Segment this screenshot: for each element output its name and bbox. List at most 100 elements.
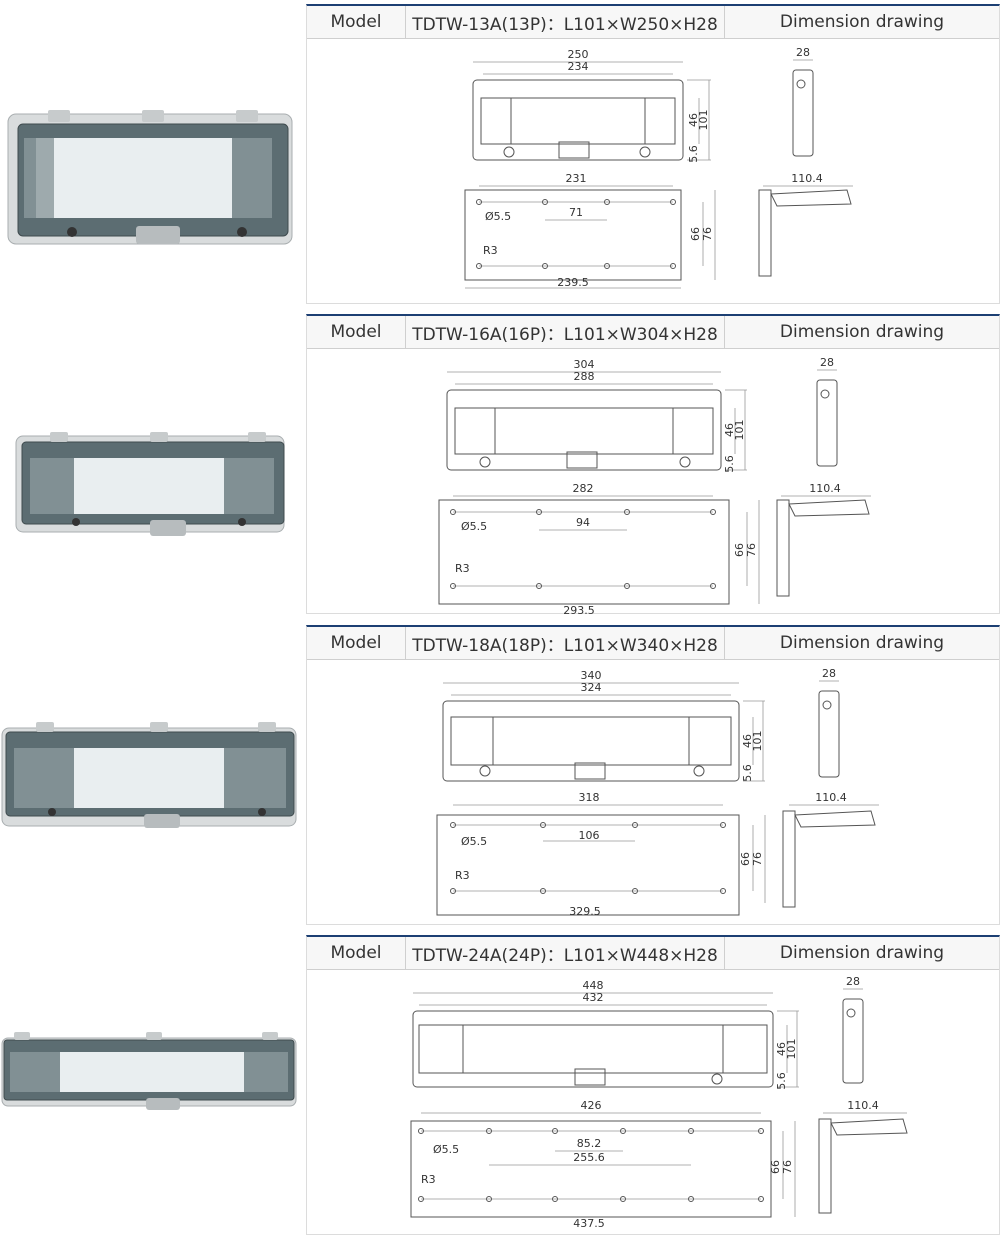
dim-46: 46	[687, 113, 700, 127]
mounting-plan: 426 Ø5.5 85.2 255.6 R3 66 76 437.5	[410, 1099, 796, 1230]
dimension-drawing-label: Dimension drawing	[779, 633, 945, 653]
product-photo-24a	[0, 1032, 300, 1112]
model-panel-16a: Model TDTW-16A(16P)：L101×W304×H28 Dimens…	[306, 314, 1000, 614]
model-panel-13a: Model TDTW-13A(13P)：L101×W250×H28 Dimens…	[306, 4, 1000, 304]
hinge-view: 110.4	[818, 1099, 908, 1214]
side-view: 28	[842, 975, 864, 1084]
mounting-plan: 318 Ø5.5 106 R3 66 76 329.5	[436, 791, 766, 918]
dimension-drawing: 448 432 46 101 5.6 28	[307, 971, 999, 1235]
model-name: TDTW-24A(24P)：L101×W448×H28	[406, 937, 725, 969]
dim-76: 76	[751, 852, 764, 866]
dim-inner-width: 432	[583, 991, 604, 1004]
front-view: 304 288 46 101 5.6	[446, 358, 747, 473]
dim-hinge-width: 110.4	[809, 482, 841, 495]
model-label: Model	[307, 627, 406, 659]
dim-76: 76	[745, 543, 758, 557]
model-label: Model	[307, 937, 406, 969]
side-view: 28	[792, 46, 814, 157]
dim-66: 66	[769, 1160, 782, 1174]
dim-outer-width: 448	[583, 979, 604, 992]
dim-5-6: 5.6	[775, 1072, 788, 1090]
model-label: Model	[307, 316, 406, 348]
dim-mount-width: 318	[579, 791, 600, 804]
dimension-drawing: 250 234 46 101 5.6 28	[307, 40, 999, 304]
spec-header: Model TDTW-16A(16P)：L101×W304×H28 Dimens…	[307, 316, 999, 349]
mounting-plan: 231 Ø5.5 71 R3 66 76 239.5	[464, 172, 716, 289]
dim-hole-span-inner: 85.2	[577, 1137, 602, 1150]
dimension-drawing: 304 288 46 101 5.6 28	[307, 350, 999, 614]
dim-mount-width: 231	[566, 172, 587, 185]
dim-hole-span-outer: 255.6	[573, 1151, 605, 1164]
dim-mount-width: 282	[573, 482, 594, 495]
hinge-view: 110.4	[782, 791, 879, 908]
dimension-drawing-label: Dimension drawing	[779, 322, 945, 342]
dim-hole-diameter: Ø5.5	[461, 835, 487, 848]
dim-66: 66	[689, 227, 702, 241]
spec-header: Model TDTW-24A(24P)：L101×W448×H28 Dimens…	[307, 937, 999, 970]
dim-radius: R3	[455, 869, 470, 882]
dim-side-width: 28	[820, 356, 834, 369]
dim-5-6: 5.6	[741, 764, 754, 782]
front-view: 250 234 46 101 5.6	[472, 48, 711, 163]
mounting-plan: 282 Ø5.5 94 R3 66 76 293.5	[438, 482, 760, 614]
dim-hole-diameter: Ø5.5	[461, 520, 487, 533]
dim-side-width: 28	[846, 975, 860, 988]
dim-66: 66	[733, 543, 746, 557]
product-photo-13a	[0, 108, 300, 248]
model-name: TDTW-13A(13P)：L101×W250×H28	[406, 6, 725, 38]
dim-radius: R3	[483, 244, 498, 257]
model-label: Model	[307, 6, 406, 38]
hinge-view: 110.4	[776, 482, 871, 597]
front-view: 340 324 46 101 5.6	[442, 669, 765, 782]
spec-header: Model TDTW-18A(18P)：L101×W340×H28 Dimens…	[307, 627, 999, 660]
dim-side-width: 28	[796, 46, 810, 59]
dim-base-width: 239.5	[557, 276, 589, 289]
dim-radius: R3	[421, 1173, 436, 1186]
dim-101: 101	[751, 731, 764, 752]
dim-66: 66	[739, 852, 752, 866]
model-panel-24a: Model TDTW-24A(24P)：L101×W448×H28 Dimens…	[306, 935, 1000, 1235]
dimension-drawing-label: Dimension drawing	[779, 943, 945, 963]
dim-base-width: 293.5	[563, 604, 595, 614]
dim-46: 46	[723, 423, 736, 437]
side-view: 28	[818, 667, 840, 778]
product-photo-18a	[0, 722, 300, 832]
front-view: 448 432 46 101 5.6	[412, 979, 799, 1090]
dim-hole-diameter: Ø5.5	[433, 1143, 459, 1156]
dim-radius: R3	[455, 562, 470, 575]
dim-76: 76	[781, 1160, 794, 1174]
dim-hole-span: 71	[569, 206, 583, 219]
model-name: TDTW-16A(16P)：L101×W304×H28	[406, 316, 725, 348]
dim-hole-diameter: Ø5.5	[485, 210, 511, 223]
dim-inner-width: 324	[581, 681, 602, 694]
model-panel-18a: Model TDTW-18A(18P)：L101×W340×H28 Dimens…	[306, 625, 1000, 925]
product-photo-16a	[0, 430, 300, 538]
dim-side-width: 28	[822, 667, 836, 680]
dim-101: 101	[785, 1039, 798, 1060]
side-view: 28	[816, 356, 838, 467]
dim-46: 46	[741, 734, 754, 748]
dim-inner-width: 288	[574, 370, 595, 383]
dimension-drawing: 340 324 46 101 5.6 28	[307, 661, 999, 925]
dim-76: 76	[701, 227, 714, 241]
dim-5-6: 5.6	[723, 455, 736, 473]
dim-outer-width: 304	[574, 358, 595, 371]
dim-hole-span: 94	[576, 516, 590, 529]
dim-hinge-width: 110.4	[815, 791, 847, 804]
dim-outer-width: 250	[568, 48, 589, 61]
dimension-drawing-label: Dimension drawing	[779, 12, 945, 32]
model-name: TDTW-18A(18P)：L101×W340×H28	[406, 627, 725, 659]
dim-inner-width: 234	[568, 60, 589, 73]
dim-46: 46	[775, 1042, 788, 1056]
hinge-view: 110.4	[758, 172, 853, 277]
dim-hinge-width: 110.4	[791, 172, 823, 185]
dim-mount-width: 426	[581, 1099, 602, 1112]
dim-101: 101	[733, 420, 746, 441]
dim-101: 101	[697, 110, 710, 131]
dim-hole-span: 106	[579, 829, 600, 842]
dim-base-width: 437.5	[573, 1217, 605, 1230]
dim-hinge-width: 110.4	[847, 1099, 879, 1112]
dim-outer-width: 340	[581, 669, 602, 682]
spec-header: Model TDTW-13A(13P)：L101×W250×H28 Dimens…	[307, 6, 999, 39]
dim-base-width: 329.5	[569, 905, 601, 918]
